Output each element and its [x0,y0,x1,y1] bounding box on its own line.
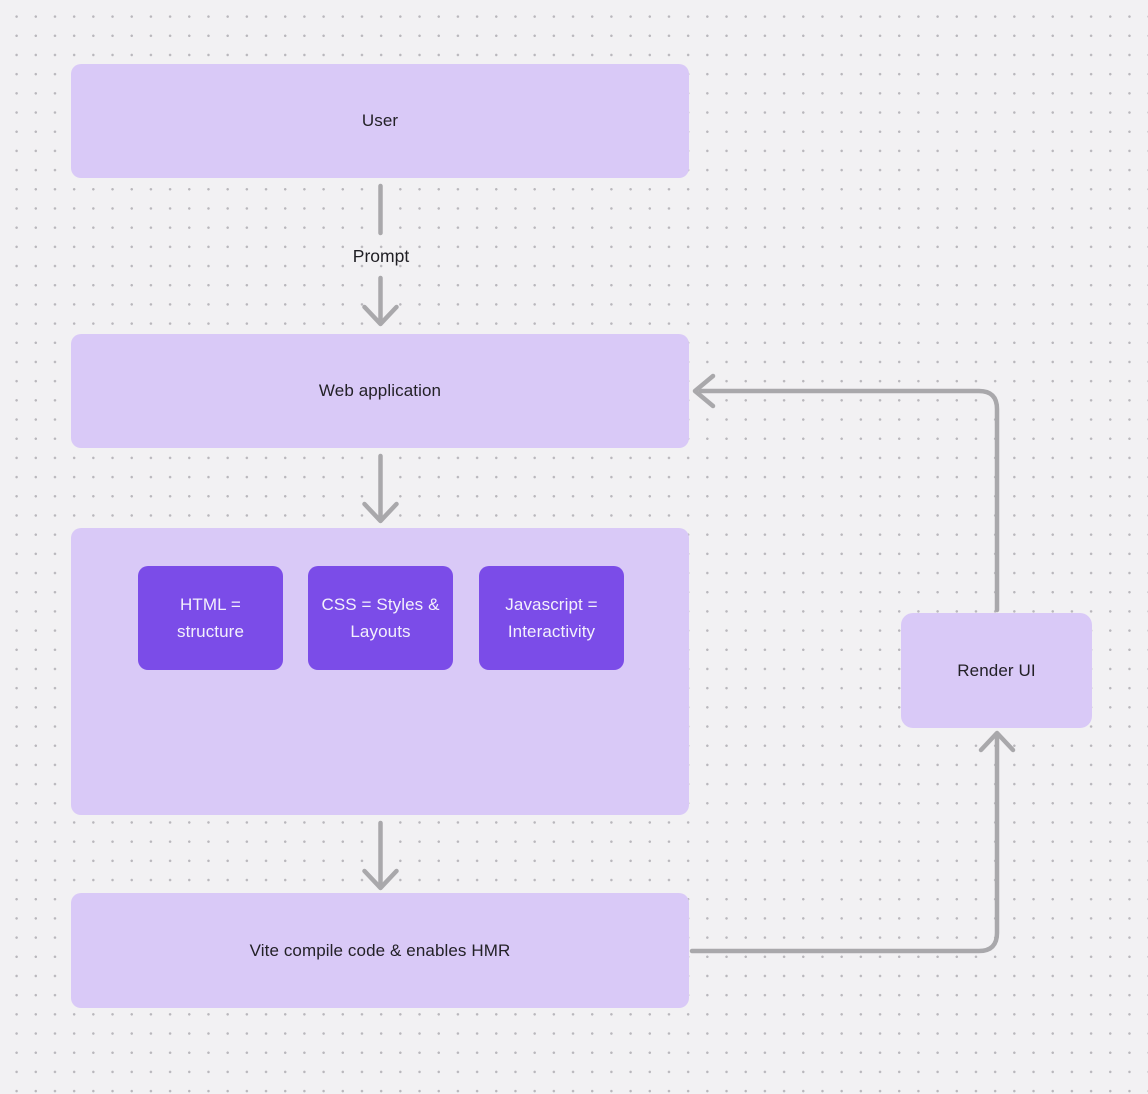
node-user-label: User [361,111,399,130]
node-web-application-label: Web application [318,381,442,400]
arrowhead-down-into-webapp [362,304,399,327]
node-components-group[interactable]: HTML = structure CSS = Styles & Layouts … [71,528,689,815]
arrowhead-left-into-webapp [692,373,716,409]
arrowhead-up-into-renderui [978,730,1016,753]
node-css-label: CSS = Styles & Layouts [321,595,440,641]
node-html-label: HTML = structure [176,595,245,641]
node-render-ui-label: Render UI [957,660,1036,680]
edge-label-prompt: Prompt [352,246,410,266]
node-javascript[interactable]: Javascript = Interactivity [479,566,624,670]
node-vite-label: Vite compile code & enables HMR [249,940,511,960]
node-html[interactable]: HTML = structure [138,566,283,670]
node-user[interactable]: User [71,64,689,178]
node-css[interactable]: CSS = Styles & Layouts [308,566,453,670]
arrow-renderui-to-webapp [698,388,1000,613]
node-vite[interactable]: Vite compile code & enables HMR [71,893,689,1008]
arrow-vite-to-renderui [689,734,1000,954]
node-web-application[interactable]: Web application [71,334,689,448]
node-render-ui[interactable]: Render UI [901,613,1092,728]
arrowhead-down-into-vite [362,868,399,891]
arrowhead-down-into-components [362,501,399,524]
node-javascript-label: Javascript = Interactivity [505,595,598,641]
